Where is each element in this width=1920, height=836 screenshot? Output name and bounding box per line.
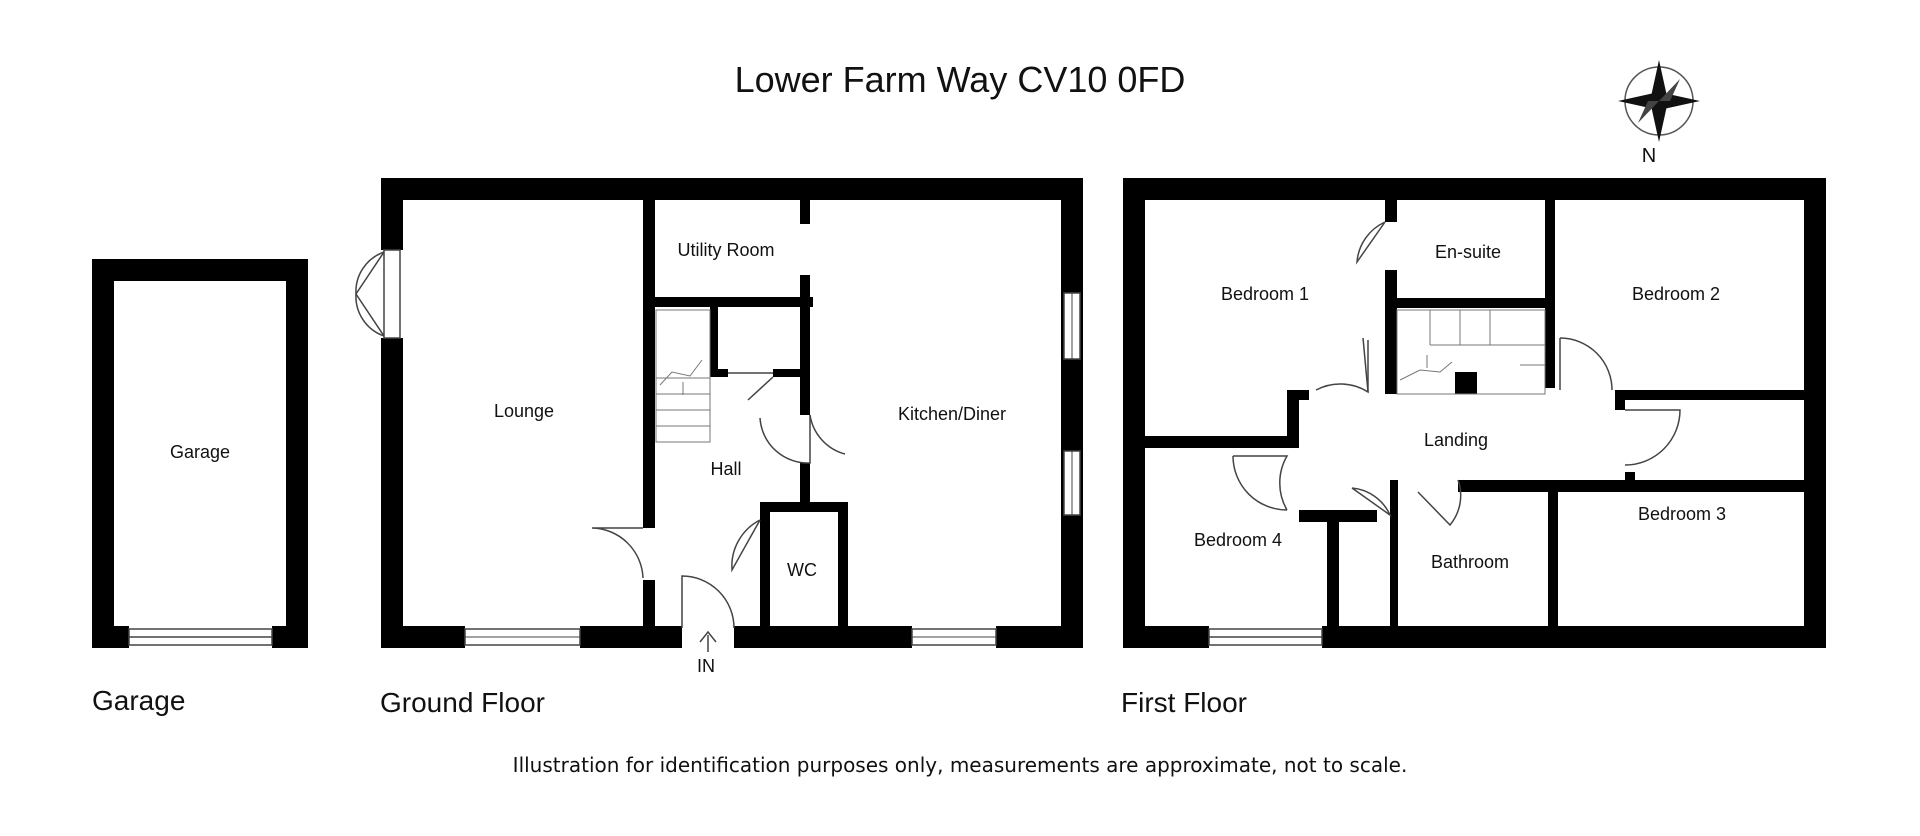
compass-north-label: N bbox=[1642, 145, 1656, 167]
room-label-garage: Garage bbox=[170, 442, 230, 462]
room-label-bathroom: Bathroom bbox=[1431, 552, 1509, 572]
compass-icon bbox=[1618, 60, 1700, 142]
first-floor-walls bbox=[1123, 178, 1826, 648]
first-floor-plan bbox=[1123, 178, 1826, 648]
entrance-label: IN bbox=[697, 656, 715, 676]
entrance-arrow-icon bbox=[699, 630, 717, 652]
room-label-bedroom4: Bedroom 4 bbox=[1194, 530, 1282, 550]
floor-label-garage: Garage bbox=[92, 685, 185, 716]
ground-floor-windows bbox=[464, 292, 1081, 646]
room-label-ensuite: En-suite bbox=[1435, 242, 1501, 262]
first-floor-stairs bbox=[1396, 309, 1546, 395]
plan-title: Lower Farm Way CV10 0FD bbox=[735, 59, 1186, 100]
room-label-utility: Utility Room bbox=[677, 240, 774, 260]
room-label-hall: Hall bbox=[710, 459, 741, 479]
room-label-bedroom1: Bedroom 1 bbox=[1221, 284, 1309, 304]
garage-plan bbox=[92, 259, 308, 648]
room-label-bedroom3: Bedroom 3 bbox=[1638, 504, 1726, 524]
first-floor-window bbox=[1208, 628, 1323, 646]
room-label-lounge: Lounge bbox=[494, 401, 554, 421]
ground-floor-stairs bbox=[655, 309, 711, 443]
room-label-wc: WC bbox=[787, 560, 817, 580]
disclaimer-text: Illustration for identification purposes… bbox=[513, 753, 1408, 777]
garage-walls bbox=[92, 259, 308, 648]
first-floor-door-swings bbox=[1232, 221, 1681, 527]
ground-floor-walls bbox=[381, 178, 1083, 648]
room-label-kitchen: Kitchen/Diner bbox=[898, 404, 1006, 424]
french-doors bbox=[355, 249, 401, 339]
ground-floor-window-lines bbox=[465, 293, 1073, 638]
floor-label-first: First Floor bbox=[1121, 687, 1247, 718]
room-label-landing: Landing bbox=[1424, 430, 1488, 450]
garage-door bbox=[128, 628, 273, 646]
floor-label-ground: Ground Floor bbox=[380, 687, 545, 718]
ground-floor-door-swings bbox=[591, 372, 846, 629]
ground-floor-plan bbox=[355, 178, 1083, 652]
room-label-bedroom2: Bedroom 2 bbox=[1632, 284, 1720, 304]
